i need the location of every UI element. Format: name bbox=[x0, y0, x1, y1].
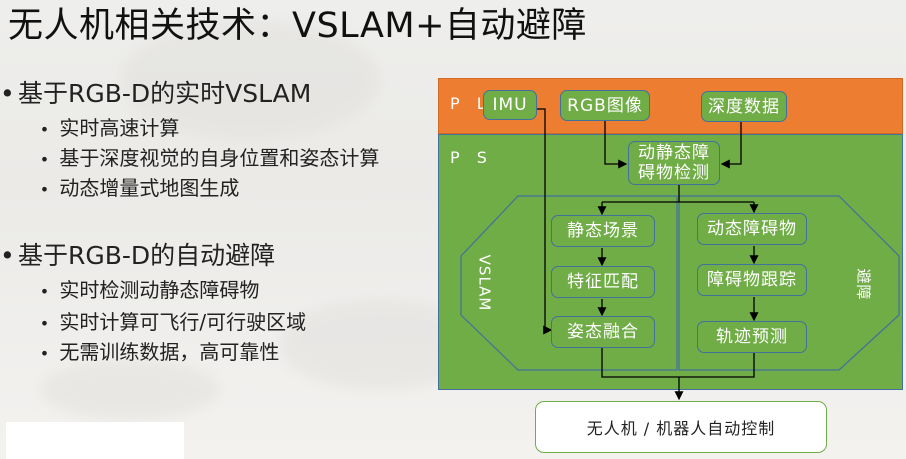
bullet-text: 基于RGB-D的实时VSLAM bbox=[18, 79, 312, 108]
bullet-level2: • 实时高速计算 bbox=[36, 114, 180, 144]
bullet-level2: • 无需训练数据，高可靠性 bbox=[36, 338, 280, 368]
avoid-frame bbox=[678, 195, 900, 371]
bullet-text: 实时高速计算 bbox=[59, 116, 180, 140]
background-texture bbox=[120, 20, 380, 140]
vslam-step-feature-match: 特征匹配 bbox=[551, 266, 655, 298]
detect-line-1: 动静态障 bbox=[638, 143, 710, 163]
bullet-text: 基于RGB-D的自动避障 bbox=[18, 241, 276, 270]
bullet-dot: • bbox=[39, 314, 50, 333]
bullet-dot: • bbox=[39, 180, 50, 199]
bullet-level2: • 动态增量式地图生成 bbox=[36, 174, 240, 204]
vslam-step-static-scene: 静态场景 bbox=[551, 215, 655, 247]
imu-box: IMU bbox=[483, 90, 537, 120]
connector-lines bbox=[460, 108, 900, 401]
slide-title: 无人机相关技术：VSLAM+自动避障 bbox=[8, 6, 587, 46]
bullet-level2: • 实时计算可飞行/可行驶区域 bbox=[36, 308, 306, 338]
bullet-text: 无需训练数据，高可靠性 bbox=[59, 340, 280, 364]
ps-label: P S bbox=[450, 148, 493, 167]
avoidance-label: 避障 bbox=[854, 268, 873, 301]
bullet-dot: • bbox=[39, 282, 50, 301]
vslam-frame bbox=[460, 195, 678, 371]
bullet-text: 基于深度视觉的自身位置和姿态计算 bbox=[59, 146, 380, 170]
bullet-dot: • bbox=[0, 79, 15, 108]
vslam-label: VSLAM bbox=[475, 254, 494, 312]
bullet-text: 实时检测动静态障碍物 bbox=[59, 278, 260, 302]
obstacle-detection-box: 动静态障 碍物检测 bbox=[628, 141, 720, 185]
depth-data-box: 深度数据 bbox=[701, 91, 787, 122]
bullet-level2: • 实时检测动静态障碍物 bbox=[36, 276, 260, 306]
bullet-dot: • bbox=[0, 241, 15, 270]
bullet-level1: •基于RGB-D的实时VSLAM bbox=[0, 78, 311, 110]
bullet-level2: • 基于深度视觉的自身位置和姿态计算 bbox=[36, 144, 380, 174]
avoid-step-dynamic-obstacle: 动态障碍物 bbox=[697, 213, 807, 245]
pl-label: P L bbox=[450, 94, 492, 113]
background-texture bbox=[40, 360, 220, 420]
architecture-diagram: P L P S IMU RGB图像 深度数据 bbox=[438, 78, 903, 401]
bullet-dot: • bbox=[39, 150, 50, 169]
rgb-image-box: RGB图像 bbox=[560, 90, 650, 121]
detect-line-2: 碍物检测 bbox=[638, 163, 710, 183]
bullet-text: 实时计算可飞行/可行驶区域 bbox=[59, 310, 307, 334]
control-output-box: 无人机 / 机器人自动控制 bbox=[535, 401, 827, 453]
avoid-step-obstacle-tracking: 障碍物跟踪 bbox=[697, 264, 807, 296]
bullet-dot: • bbox=[39, 344, 50, 363]
vslam-step-pose-fusion: 姿态融合 bbox=[551, 316, 655, 348]
bullet-text: 动态增量式地图生成 bbox=[59, 176, 240, 200]
white-patch bbox=[6, 422, 184, 459]
avoid-step-trajectory-prediction: 轨迹预测 bbox=[697, 321, 807, 353]
bullet-level1: •基于RGB-D的自动避障 bbox=[0, 240, 275, 272]
bullet-dot: • bbox=[39, 120, 50, 139]
